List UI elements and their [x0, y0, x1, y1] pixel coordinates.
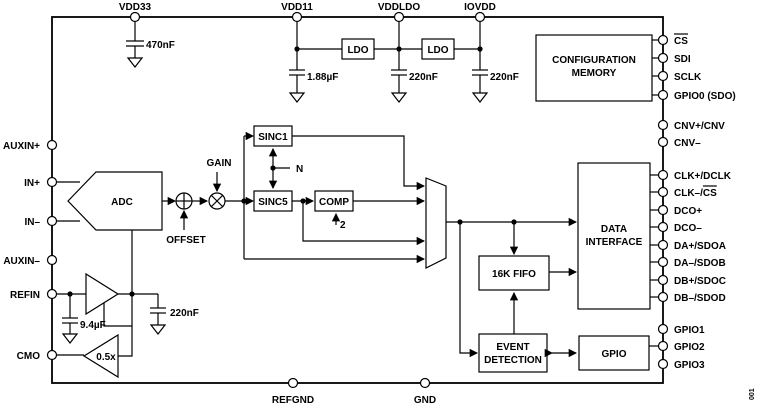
pin-label-clk-plus: CLK+/DCLK	[674, 171, 732, 182]
pin-vdd11: VDD11 1.88µF	[281, 2, 342, 103]
pin-label-cnv-plus: CNV+/CNV	[674, 121, 725, 132]
gpio-block	[578, 335, 650, 371]
comp-2-label: 2	[340, 220, 346, 231]
cap-refin: 9.4µF	[80, 320, 106, 331]
pin-label-clk-minus-dcs: CS	[703, 188, 717, 199]
pin-label-in-plus: IN+	[24, 178, 40, 189]
reference-buffer	[85, 272, 120, 316]
configuration-memory-block	[535, 34, 653, 102]
pin-label-auxin-plus: AUXIN+	[3, 141, 40, 152]
pin-label-db-minus: DB–/SDOD	[674, 293, 726, 304]
pin-label-da-minus: DA–/SDOB	[674, 258, 726, 269]
n-label: N	[296, 164, 303, 175]
pin-label-sdi: SDI	[674, 54, 691, 65]
data-interface-line2: INTERFACE	[586, 237, 643, 248]
config-memory-line2: MEMORY	[572, 68, 617, 79]
cap-vdd11: 1.88µF	[307, 72, 338, 83]
cap-vref-buf: 220nF	[170, 308, 199, 319]
cap-iovdd: 220nF	[490, 72, 519, 83]
data-interface-block	[577, 162, 651, 310]
cap-vdd33: 470nF	[146, 40, 175, 51]
pin-vdd33: VDD33 470nF	[119, 2, 175, 68]
pin-label-clk-minus-prefix: CLK–/	[674, 188, 703, 199]
offset-label: OFFSET	[166, 235, 205, 246]
pin-label-refgnd: REFGND	[272, 395, 314, 406]
config-memory-line1: CONFIGURATION	[552, 55, 636, 66]
fifo-block	[478, 255, 550, 291]
pin-label-gpio3: GPIO3	[674, 360, 705, 371]
pin-vddldo: VDDLDO 220nF	[378, 2, 438, 103]
pin-label-gpio0: GPIO0 (SDO)	[674, 91, 736, 102]
event-detection-line1: EVENT	[496, 342, 529, 353]
pin-gnd: GND	[414, 377, 436, 406]
right-pin-pads	[657, 34, 669, 370]
cap-vddldo: 220nF	[409, 72, 438, 83]
pin-label-clk-minus: CLK–/CS	[674, 188, 717, 199]
pin-label-auxin-minus: AUXIN–	[3, 256, 40, 267]
event-detection-line2: DETECTION	[484, 355, 542, 366]
pin-label-cs: CS	[674, 36, 688, 47]
pin-label-dco-minus: DCO–	[674, 223, 702, 234]
pin-label-gpio2: GPIO2	[674, 342, 705, 353]
pin-label-gnd: GND	[414, 395, 436, 406]
fifo-label: 16K FIFO	[492, 269, 536, 280]
ldo-label-1: LDO	[347, 45, 368, 56]
multiplexer	[425, 177, 447, 269]
pin-iovdd: IOVDD 220nF	[464, 2, 519, 103]
adc-label: ADC	[111, 197, 133, 208]
pin-label-vdd11: VDD11	[281, 2, 313, 13]
comp-label: COMP	[319, 197, 349, 208]
sinc5-label: SINC5	[258, 197, 288, 208]
gpio-block-label: GPIO	[601, 349, 626, 360]
pin-label-refin: REFIN	[10, 290, 40, 301]
pin-label-gpio1: GPIO1	[674, 325, 705, 336]
chip-outline	[51, 16, 664, 384]
pin-label-vddldo: VDDLDO	[378, 2, 420, 13]
pin-label-db-plus: DB+/SDOC	[674, 276, 726, 287]
event-detection-block	[478, 333, 548, 373]
sinc1-label: SINC1	[258, 132, 288, 143]
pin-label-da-plus: DA+/SDOA	[674, 241, 726, 252]
pin-label-sclk: SCLK	[674, 72, 702, 83]
half-buffer-label: 0.5x	[96, 352, 116, 363]
pin-refgnd: REFGND	[272, 377, 314, 406]
figure-id: 001	[749, 388, 756, 400]
data-interface-line1: DATA	[601, 224, 627, 235]
gain-label: GAIN	[207, 158, 232, 169]
ldo-label-2: LDO	[427, 45, 448, 56]
pin-label-cmo: CMO	[17, 351, 41, 362]
left-pins: AUXIN+ IN+ IN– AUXIN– REFIN CMO	[3, 139, 58, 362]
right-pin-labels: CS SDI SCLK GPIO0 (SDO) CNV+/CNV CNV– CL…	[674, 33, 736, 371]
pin-label-in-minus: IN–	[24, 217, 40, 228]
pin-label-vdd33: VDD33	[119, 2, 152, 13]
pin-label-dco-plus: DCO+	[674, 206, 702, 217]
pin-label-cnv-minus: CNV–	[674, 138, 701, 149]
pin-label-iovdd: IOVDD	[464, 2, 496, 13]
